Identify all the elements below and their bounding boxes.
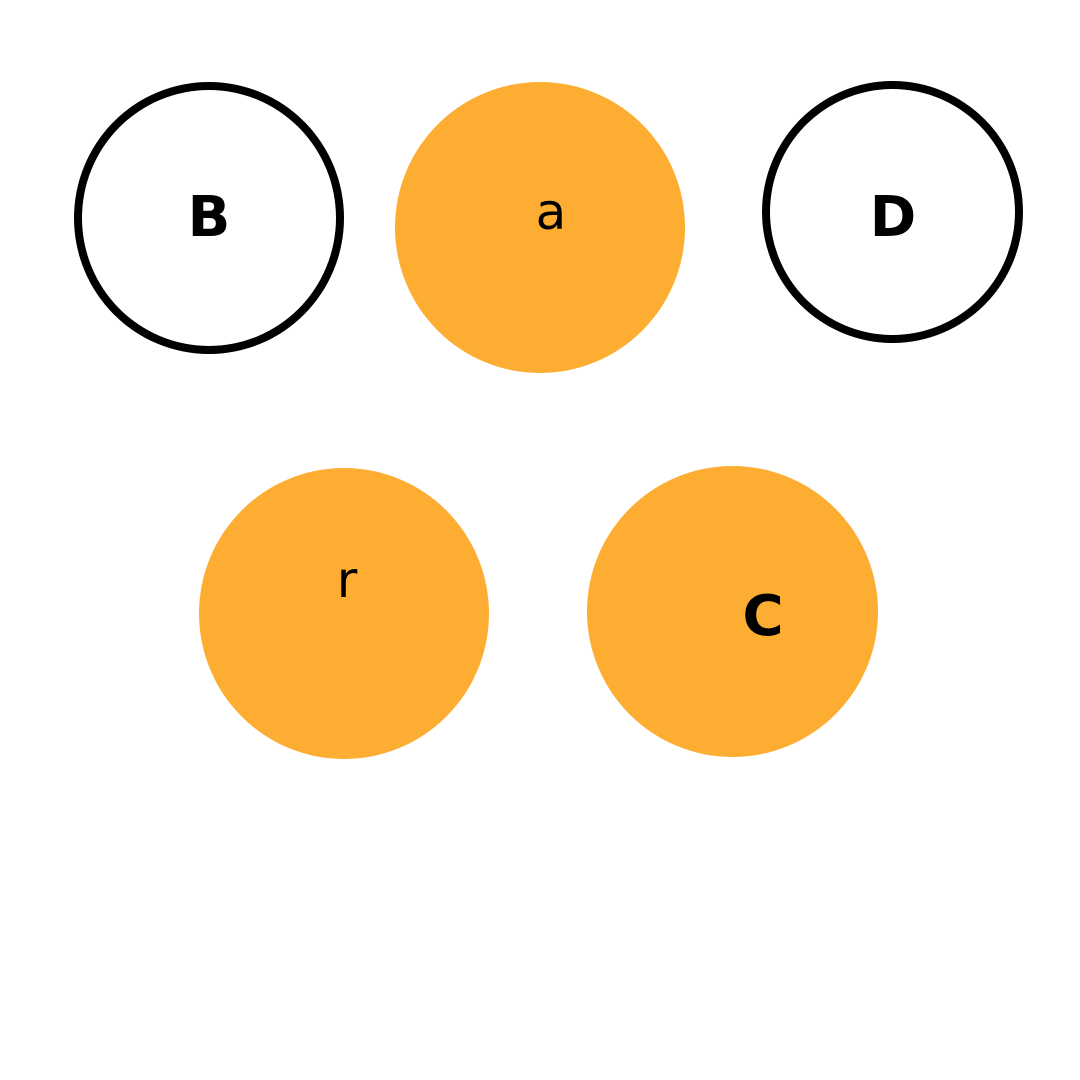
circle-node-b (74, 82, 344, 354)
circle-node-d (762, 81, 1023, 343)
circle-node-r (199, 468, 489, 759)
circle-node-a (395, 82, 685, 373)
node-label-b: B (187, 185, 231, 250)
node-label-c: C (742, 584, 784, 649)
circle-node-c (587, 466, 878, 757)
node-label-a: a (535, 183, 567, 241)
node-label-r: r (336, 551, 358, 609)
node-label-d: D (869, 185, 917, 250)
